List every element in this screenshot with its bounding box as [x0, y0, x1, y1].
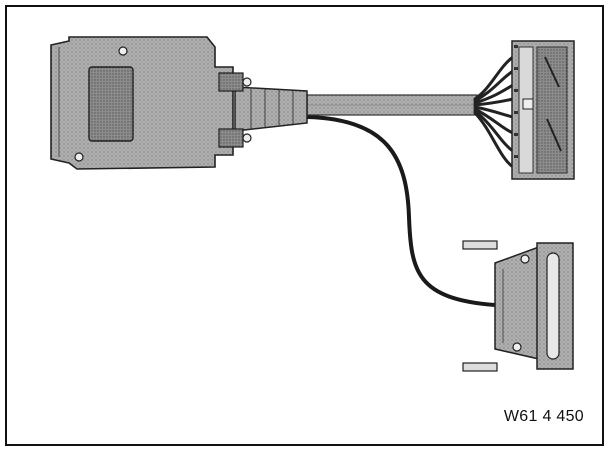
fan-out-wires [473, 55, 515, 169]
adapter-cable-illustration [50, 36, 575, 372]
multi-pin-connector [511, 40, 575, 180]
branch-cable [305, 115, 497, 307]
main-diagnostic-plug [50, 36, 252, 170]
trunk-cable [306, 94, 478, 116]
strain-relief-sleeve [234, 86, 308, 132]
figure-reference-code: W61 4 450 [503, 408, 584, 425]
figure-frame: W61 4 450 [5, 5, 604, 446]
sub-d-connector [462, 240, 574, 372]
